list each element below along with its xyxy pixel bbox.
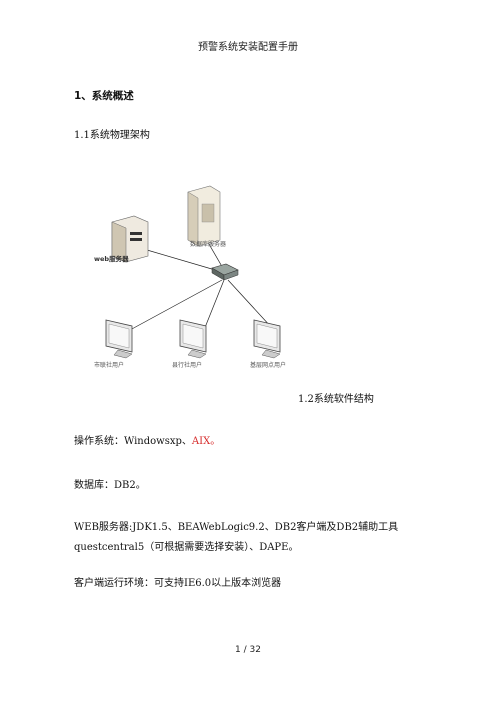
database-paragraph: 数据库：DB2。 (74, 480, 146, 491)
os-paragraph: 操作系统：Windowsxp、AIX。 (74, 432, 434, 452)
os-aix-text: AIX。 (191, 436, 221, 447)
os-text: 操作系统：Windowsxp、 (74, 436, 192, 447)
db-server-label: 数据库服务器 (190, 240, 226, 248)
client-monitor-icon (179, 319, 207, 359)
client-monitor-icon (253, 319, 281, 359)
client2-label: 县行社用户 (172, 361, 202, 369)
web-server-paragraph: WEB服务器:JDK1.5、BEAWebLogic9.2、DB2客户端及DB2辅… (74, 522, 399, 553)
web-server-label: web服务器 (94, 254, 129, 263)
page-header: 预警系统安装配置手册 (198, 42, 298, 53)
subsection-physical-architecture: 1.1系统物理架构 (74, 130, 150, 141)
client3-label: 基层网点用户 (250, 361, 286, 369)
web-server-icon (111, 215, 149, 263)
subsection-software-structure: 1.2系统软件结构 (298, 394, 374, 405)
architecture-diagram: 数据库服务器 web服务器 市联社用户 县行社用户 基层网点用户 (94, 185, 286, 369)
page-number: 1 / 32 (235, 645, 261, 655)
client-monitor-icon (105, 319, 133, 359)
client-env-paragraph: 客户端运行环境：可支持IE6.0以上版本浏览器 (74, 578, 282, 589)
database-server-icon (187, 185, 221, 247)
section-heading: 1、系统概述 (74, 90, 134, 102)
network-switch-icon (211, 263, 239, 281)
client1-label: 市联社用户 (94, 361, 124, 369)
